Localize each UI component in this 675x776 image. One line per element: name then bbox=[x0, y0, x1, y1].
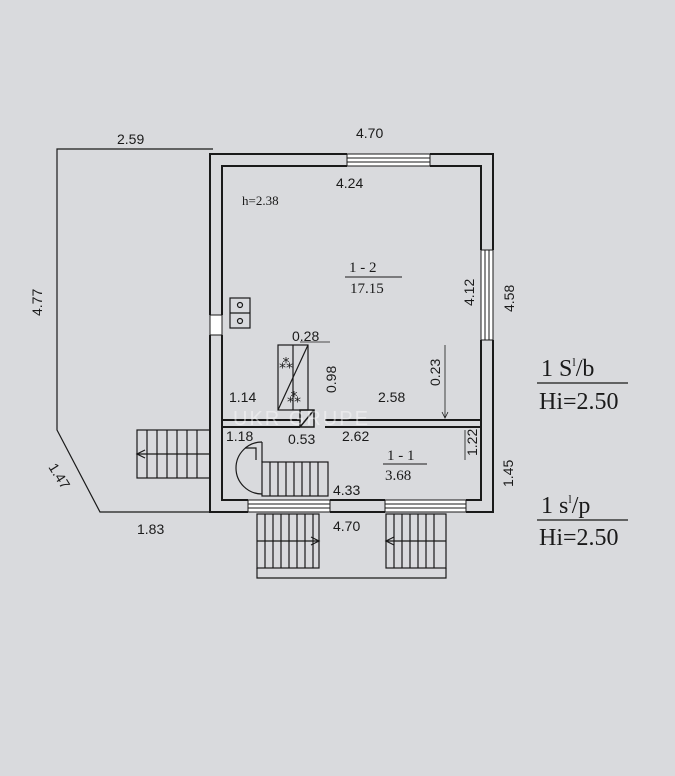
dim-terrace-top: 2.59 bbox=[117, 131, 144, 147]
dimension-lines bbox=[300, 341, 466, 460]
wall-outlet bbox=[229, 297, 251, 329]
room-id: 1 - 2 bbox=[349, 260, 377, 276]
dim-room-partition: 2.58 bbox=[378, 389, 405, 405]
hall-stair bbox=[235, 441, 329, 497]
legend-label: 1 sl/p bbox=[541, 492, 590, 519]
stair-left-outside bbox=[135, 429, 211, 479]
dim-stair-top: 0.28 bbox=[292, 328, 319, 344]
dim-wall-offset: 0.23 bbox=[427, 359, 443, 386]
stair-bottom-left bbox=[256, 513, 321, 569]
stair-mark-2: ⁂ bbox=[287, 389, 301, 405]
dim-bottom-inner: 4.33 bbox=[333, 482, 360, 498]
dim-right-lower: 1.45 bbox=[500, 460, 516, 487]
dim-hall-small: 0.53 bbox=[288, 431, 315, 447]
dim-right-inner: 4.12 bbox=[461, 279, 477, 306]
porch-outline bbox=[256, 568, 447, 579]
room-area: 3.68 bbox=[385, 468, 411, 484]
legend-label: 1 Sl/b bbox=[541, 355, 594, 382]
legend-item-2: 1 sl/p Hi=2.50 bbox=[537, 492, 628, 551]
legend-item-1: 1 Sl/b Hi=2.50 bbox=[537, 355, 628, 415]
internal-stair bbox=[277, 344, 309, 411]
terrace-outline bbox=[56, 148, 213, 513]
legend-height: Hi=2.50 bbox=[539, 525, 619, 551]
legend-height: Hi=2.50 bbox=[539, 389, 619, 415]
stair-mark-1: ⁂ bbox=[279, 355, 293, 371]
dim-right-lower-inner: 1.22 bbox=[464, 429, 480, 456]
dim-top-inner: 4.24 bbox=[336, 175, 363, 191]
dim-left-bottom: 1.83 bbox=[137, 521, 164, 537]
dim-diagonal: 1.47 bbox=[45, 460, 73, 492]
outer-walls bbox=[209, 153, 494, 513]
windows bbox=[209, 153, 494, 513]
room-area: 17.15 bbox=[350, 281, 384, 297]
dim-hall-left: 1.18 bbox=[226, 428, 253, 444]
dim-stair-depth: 0.98 bbox=[323, 366, 339, 393]
ceiling-height: h=2.38 bbox=[242, 193, 279, 208]
dim-right-outer: 4.58 bbox=[501, 285, 517, 312]
room-1-2: 1 - 2 17.15 bbox=[345, 260, 402, 297]
room-1-1: 1 - 1 3.68 bbox=[383, 448, 427, 484]
dim-bottom-outer: 4.70 bbox=[333, 518, 360, 534]
dim-stair-width: 1.14 bbox=[229, 389, 256, 405]
stair-bottom-right bbox=[384, 513, 447, 569]
dim-hall-width: 2.62 bbox=[342, 428, 369, 444]
dim-top-outer: 4.70 bbox=[356, 125, 383, 141]
dim-left-outer: 4.77 bbox=[29, 289, 45, 316]
partition-wall bbox=[222, 419, 481, 428]
watermark: UKR GRUPE bbox=[233, 408, 370, 430]
room-id: 1 - 1 bbox=[387, 448, 415, 464]
